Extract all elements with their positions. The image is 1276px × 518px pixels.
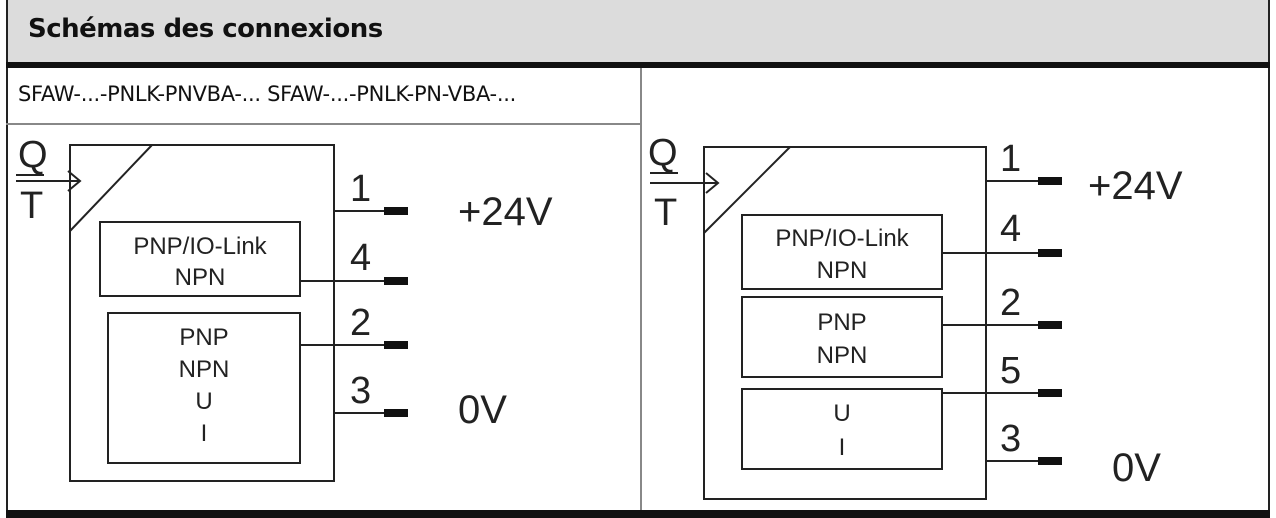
- sensor-housing: [69, 144, 335, 482]
- label-t: T: [654, 192, 677, 234]
- pin-1-wire: 1: [986, 138, 1062, 185]
- pin-4-wire: 4: [300, 237, 408, 285]
- header-divider: [6, 62, 1270, 68]
- label-q: Q: [648, 132, 678, 174]
- table-frame: [6, 0, 1270, 512]
- table-header-bar: Schémas des connexions: [6, 0, 1270, 62]
- supply-plus-label: +24V: [1088, 164, 1183, 208]
- pin-5-wire: 5: [942, 350, 1062, 397]
- box2-line2: NPN: [179, 356, 230, 383]
- pin-3-label: 3: [1000, 418, 1021, 460]
- box2-line4: I: [201, 420, 208, 447]
- pin-2-wire: 2: [300, 302, 408, 349]
- box3-line1: U: [833, 400, 850, 427]
- box2-line2: NPN: [817, 342, 868, 369]
- supply-plus-label: +24V: [458, 190, 553, 234]
- supply-zero-label: 0V: [458, 388, 507, 432]
- box1-line2: NPN: [817, 257, 868, 284]
- pin-3-label: 3: [350, 370, 371, 412]
- diagonal-mark: [69, 144, 153, 232]
- column-divider: [640, 68, 642, 512]
- pin-2-label: 2: [350, 302, 371, 344]
- box1-line2: NPN: [175, 264, 226, 291]
- pin-4-label: 4: [350, 237, 371, 279]
- box1-line1: PNP/IO-Link: [133, 233, 267, 260]
- sensor-housing: [703, 146, 987, 500]
- diagonal-mark: [703, 146, 791, 234]
- label-q: Q: [18, 134, 48, 176]
- connection-diagram-left: Q T PNP/IO-Link NPN PNP NPN U I 1 4 2 3 …: [16, 134, 553, 482]
- pin-1-wire: 1: [334, 168, 408, 215]
- box2-line3: U: [195, 388, 212, 415]
- output-box-2: [107, 312, 301, 464]
- table-title: Schémas des connexions: [28, 14, 383, 44]
- supply-zero-label: 0V: [1112, 446, 1161, 490]
- output-box-1: [99, 221, 301, 297]
- column-heading-left: SFAW-...-PNLK-PNVBA-... SFAW-...-PNLK-PN…: [18, 82, 516, 106]
- pin-1-label: 1: [350, 168, 371, 210]
- sensor-symbol: Q T: [16, 134, 82, 227]
- pin-4-label: 4: [1000, 208, 1021, 250]
- box2-line1: PNP: [817, 309, 866, 336]
- connection-diagram-right: Q T PNP/IO-Link NPN PNP NPN U I 1 4 2 5 …: [648, 132, 1183, 500]
- box1-line1: PNP/IO-Link: [775, 225, 909, 252]
- box2-line1: PNP: [179, 324, 228, 351]
- label-t: T: [20, 185, 43, 227]
- box3-line2: I: [839, 434, 846, 461]
- pin-3-wire: 3: [334, 370, 408, 417]
- pin-2-label: 2: [1000, 282, 1021, 324]
- pin-1-label: 1: [1000, 138, 1021, 180]
- row-divider: [6, 123, 642, 125]
- pin-2-wire: 2: [942, 282, 1062, 329]
- sensor-symbol: Q T: [648, 132, 720, 234]
- output-box-2: [741, 296, 943, 378]
- pin-5-label: 5: [1000, 350, 1021, 392]
- pin-4-wire: 4: [942, 208, 1062, 257]
- pin-3-wire: 3: [986, 418, 1062, 465]
- output-box-3: [741, 388, 943, 470]
- footer-divider: [6, 510, 1270, 518]
